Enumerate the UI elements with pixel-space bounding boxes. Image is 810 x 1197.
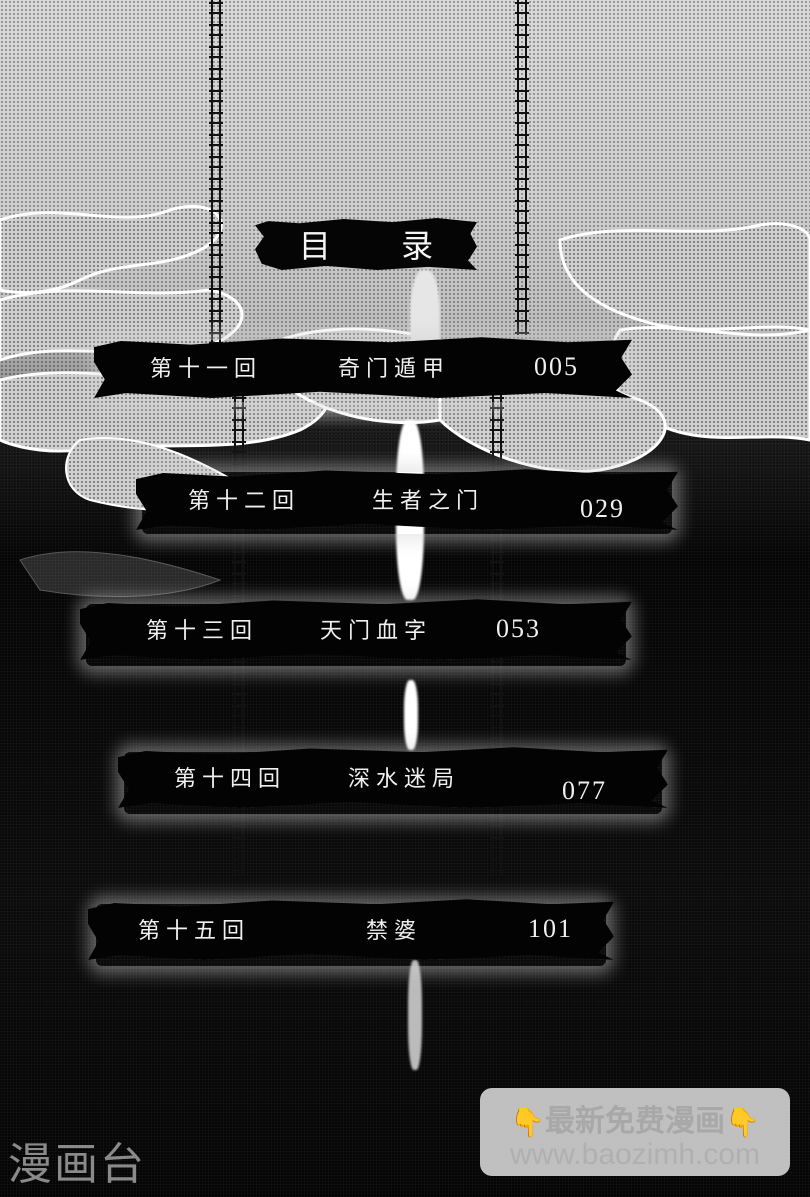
promo-url[interactable]: www.baozimh.com	[509, 1138, 761, 1171]
chapter-name: 生者之门	[372, 489, 485, 514]
chapter-page: 101	[528, 914, 573, 943]
chapter-number: 第十一回	[150, 357, 263, 382]
chapter-page: 029	[580, 494, 625, 523]
chapter-entry[interactable]: 第十二回 生者之门 029	[136, 469, 678, 530]
left-chain	[209, 0, 223, 345]
chapter-page: 053	[496, 614, 541, 643]
manhuatai-watermark-logo: 漫画台	[8, 1139, 146, 1190]
chapter-content: 第十一回 奇门遁甲 005	[94, 337, 632, 398]
toc-title-banner: 目 录	[255, 218, 477, 270]
pointing-down-hand-icon: 👇	[510, 1106, 545, 1139]
light-streak	[408, 960, 422, 1070]
promo-banner[interactable]: 👇最新免费漫画👇 www.baozimh.com	[480, 1088, 790, 1176]
chapter-entry[interactable]: 第十三回 天门血字 053	[80, 599, 632, 660]
chapter-content: 第十二回 生者之门 029	[136, 469, 678, 530]
chapter-content: 第十四回 深水迷局 077	[118, 747, 668, 808]
chapter-name: 禁婆	[366, 919, 423, 944]
right-chain	[515, 0, 529, 335]
chapter-page: 005	[534, 352, 579, 381]
light-streak	[404, 680, 418, 750]
pointing-down-hand-icon: 👇	[725, 1106, 760, 1139]
chapter-content: 第十五回 禁婆 101	[88, 899, 614, 960]
promo-headline-row: 👇最新免费漫画👇	[480, 1096, 790, 1140]
chapter-content: 第十三回 天门血字 053	[80, 599, 632, 660]
chapter-number: 第十五回	[138, 919, 251, 944]
toc-title: 目 录	[298, 227, 464, 265]
chapter-entry[interactable]: 第十一回 奇门遁甲 005	[94, 337, 632, 398]
chapter-entry[interactable]: 第十五回 禁婆 101	[88, 899, 614, 960]
chapter-name: 奇门遁甲	[338, 357, 451, 382]
promo-headline: 最新免费漫画	[545, 1104, 725, 1139]
chapter-name: 天门血字	[320, 619, 433, 644]
chapter-number: 第十四回	[174, 767, 287, 792]
chapter-page: 077	[562, 776, 607, 805]
chapter-number: 第十三回	[146, 619, 259, 644]
chapter-number: 第十二回	[188, 489, 301, 514]
chapter-name: 深水迷局	[348, 767, 461, 792]
chapter-entry[interactable]: 第十四回 深水迷局 077	[118, 747, 668, 808]
